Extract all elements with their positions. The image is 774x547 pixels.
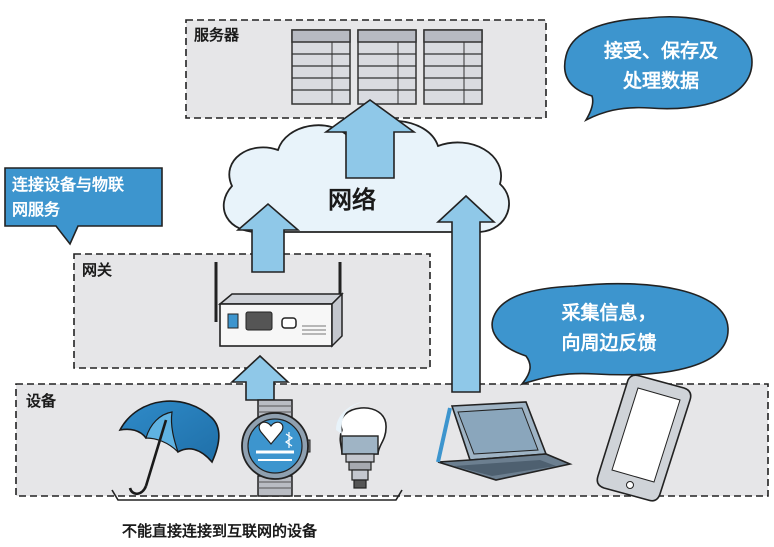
server-callout <box>563 16 753 122</box>
devices-box-label: 设备 <box>26 392 57 410</box>
server-callout-line2: 处理数据 <box>622 70 699 92</box>
arrow-gateway-to-cloud <box>235 202 301 273</box>
gateway-callout-text: 连接设备与物联 网服务 <box>12 172 124 222</box>
lightbulb-icon <box>336 402 387 489</box>
umbrella-icon <box>118 400 220 496</box>
gateway-callout <box>4 167 163 246</box>
arrow-laptop-to-cloud <box>435 194 497 393</box>
device-callout <box>491 282 729 386</box>
device-callout-line1: 采集信息， <box>561 302 657 324</box>
bottom-bracket <box>111 489 403 501</box>
gateway-callout-line2: 网服务 <box>12 200 61 219</box>
server-callout-text: 接受、保存及 处理数据 <box>576 36 746 96</box>
server-rack-icon <box>291 29 483 105</box>
gateway-box-label: 网关 <box>82 261 113 279</box>
gateway-callout-line1: 连接设备与物联 <box>12 175 125 194</box>
device-callout-line2: 向周边反馈 <box>561 332 657 354</box>
network-label: 网络 <box>328 186 376 214</box>
device-callout-text: 采集信息， 向周边反馈 <box>504 298 714 358</box>
server-box-label: 服务器 <box>194 26 240 44</box>
server-callout-line1: 接受、保存及 <box>603 40 718 62</box>
smartphone-icon <box>596 374 692 502</box>
smartwatch-icon <box>241 399 311 497</box>
laptop-icon <box>436 401 573 481</box>
bottom-note: 不能直接连接到互联网的设备 <box>122 522 318 540</box>
arrow-cloud-to-server <box>323 99 417 179</box>
arrow-devices-to-gateway <box>229 354 291 401</box>
gateway-router-icon <box>214 262 344 348</box>
